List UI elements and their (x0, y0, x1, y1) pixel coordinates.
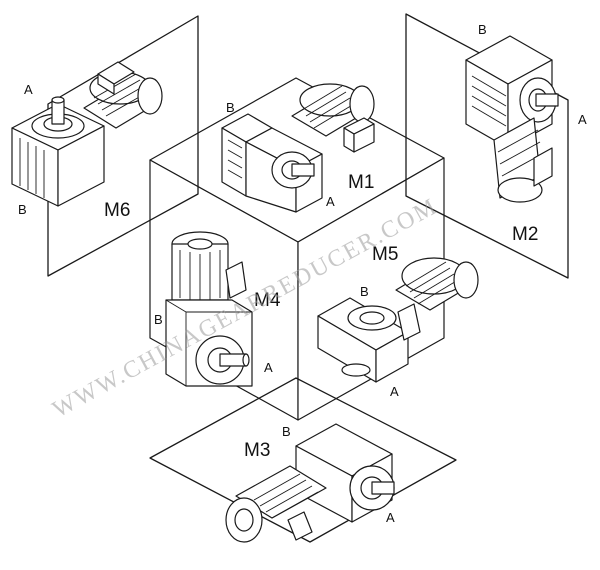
m1-side-a: A (326, 194, 335, 209)
m5-side-a: A (390, 384, 399, 399)
m5-gear-unit (317, 257, 479, 383)
m3-label: M3 (244, 440, 270, 461)
label-m4: M4 A B (154, 290, 281, 375)
m3-side-b: B (282, 424, 291, 439)
m6-side-b: B (18, 202, 27, 217)
m4-label: M4 (254, 290, 281, 311)
label-m5: M5 A B (360, 244, 399, 399)
m2-gear-unit (465, 35, 559, 203)
m6-side-a: A (24, 82, 33, 97)
m4-side-a: A (264, 360, 273, 375)
m2-side-a: A (578, 112, 587, 127)
m1-gear-unit (221, 83, 375, 213)
m4-side-b: B (154, 312, 163, 327)
m6-plane (47, 15, 199, 277)
label-m1: M1 A B (226, 100, 374, 209)
m6-label: M6 (104, 200, 130, 221)
m3-gear-unit (225, 423, 395, 543)
m4-gear-unit (165, 231, 253, 387)
label-m2: M2 A B (478, 22, 587, 245)
m1-side-b: B (226, 100, 235, 115)
label-m3: M3 A B (244, 424, 395, 525)
m6-gear-unit (11, 61, 163, 207)
m5-label: M5 (372, 244, 398, 265)
m1-label: M1 (348, 172, 374, 193)
m2-side-b: B (478, 22, 487, 37)
m5-side-b: B (360, 284, 369, 299)
m3-side-a: A (386, 510, 395, 525)
label-m6: M6 A B (18, 82, 130, 221)
m2-label: M2 (512, 224, 538, 245)
